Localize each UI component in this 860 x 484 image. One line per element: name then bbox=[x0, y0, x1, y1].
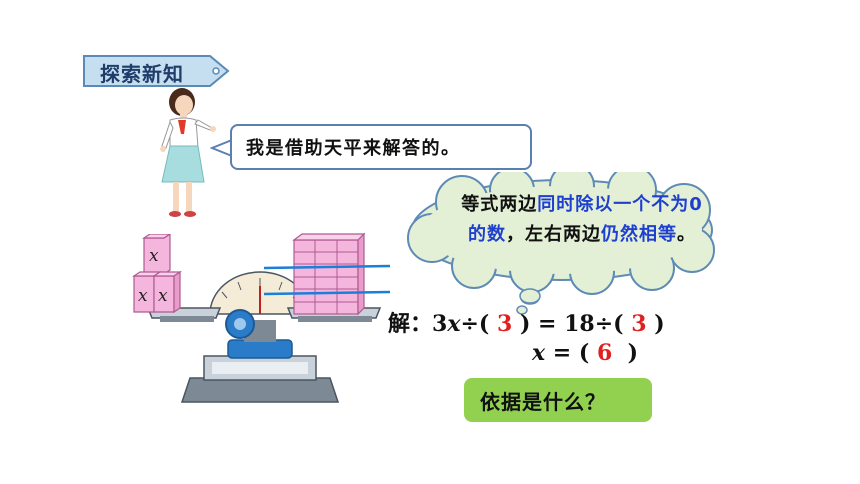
section-tag bbox=[83, 55, 230, 87]
cloud-text-3: 0 bbox=[689, 194, 703, 215]
equation-line-2: x = ( 6 ) bbox=[532, 340, 638, 366]
section-tag-label: 探索新知 bbox=[100, 62, 184, 86]
answer-divisor-right: 3 bbox=[631, 311, 647, 337]
eq-div-open: ÷( bbox=[460, 311, 490, 337]
x-blocks bbox=[132, 234, 182, 314]
speech-box bbox=[230, 124, 532, 170]
eq-close: ) bbox=[654, 311, 665, 337]
cloud-text-6: 仍然相等 bbox=[601, 224, 677, 245]
answer-x-value: 6 bbox=[596, 340, 613, 366]
answer-divisor-left: 3 bbox=[496, 311, 513, 337]
cloud-text: 等式两边同时除以一个不为0 的数，左右两边仍然相等。 bbox=[452, 190, 712, 250]
girl-illustration bbox=[160, 88, 216, 217]
cloud-text-4: 的数 bbox=[468, 224, 506, 245]
eq2-var: x bbox=[532, 340, 546, 366]
eq2-eq: = ( bbox=[545, 340, 590, 366]
cloud-text-1: 等式两边 bbox=[461, 194, 538, 215]
eq-var: x bbox=[447, 311, 461, 337]
eq-middle: ) = 18÷( bbox=[519, 311, 624, 337]
cloud-text-5: ，左右两边 bbox=[506, 224, 601, 245]
thought-cloud bbox=[407, 172, 715, 305]
cloud-text-7: 。 bbox=[677, 224, 696, 245]
block-label-right: x bbox=[158, 286, 168, 306]
question-text: 依据是什么？ bbox=[480, 390, 606, 414]
speech-pointer bbox=[210, 139, 233, 157]
unit-cubes bbox=[292, 232, 366, 316]
equation-line-1: 解：3x÷( 3 ) = 18÷( 3 ) bbox=[388, 306, 665, 338]
division-lines bbox=[263, 264, 391, 296]
block-label-top: x bbox=[149, 246, 159, 266]
eq2-close: ) bbox=[627, 340, 639, 366]
cloud-text-2: 同时除以一个不为 bbox=[537, 194, 690, 215]
eq-prefix: 解：3 bbox=[388, 311, 448, 337]
speech-text: 我是借助天平来解答的。 bbox=[246, 138, 461, 159]
thought-bubbles bbox=[516, 288, 541, 315]
question-button[interactable] bbox=[464, 378, 652, 422]
block-label-left: x bbox=[138, 286, 148, 306]
